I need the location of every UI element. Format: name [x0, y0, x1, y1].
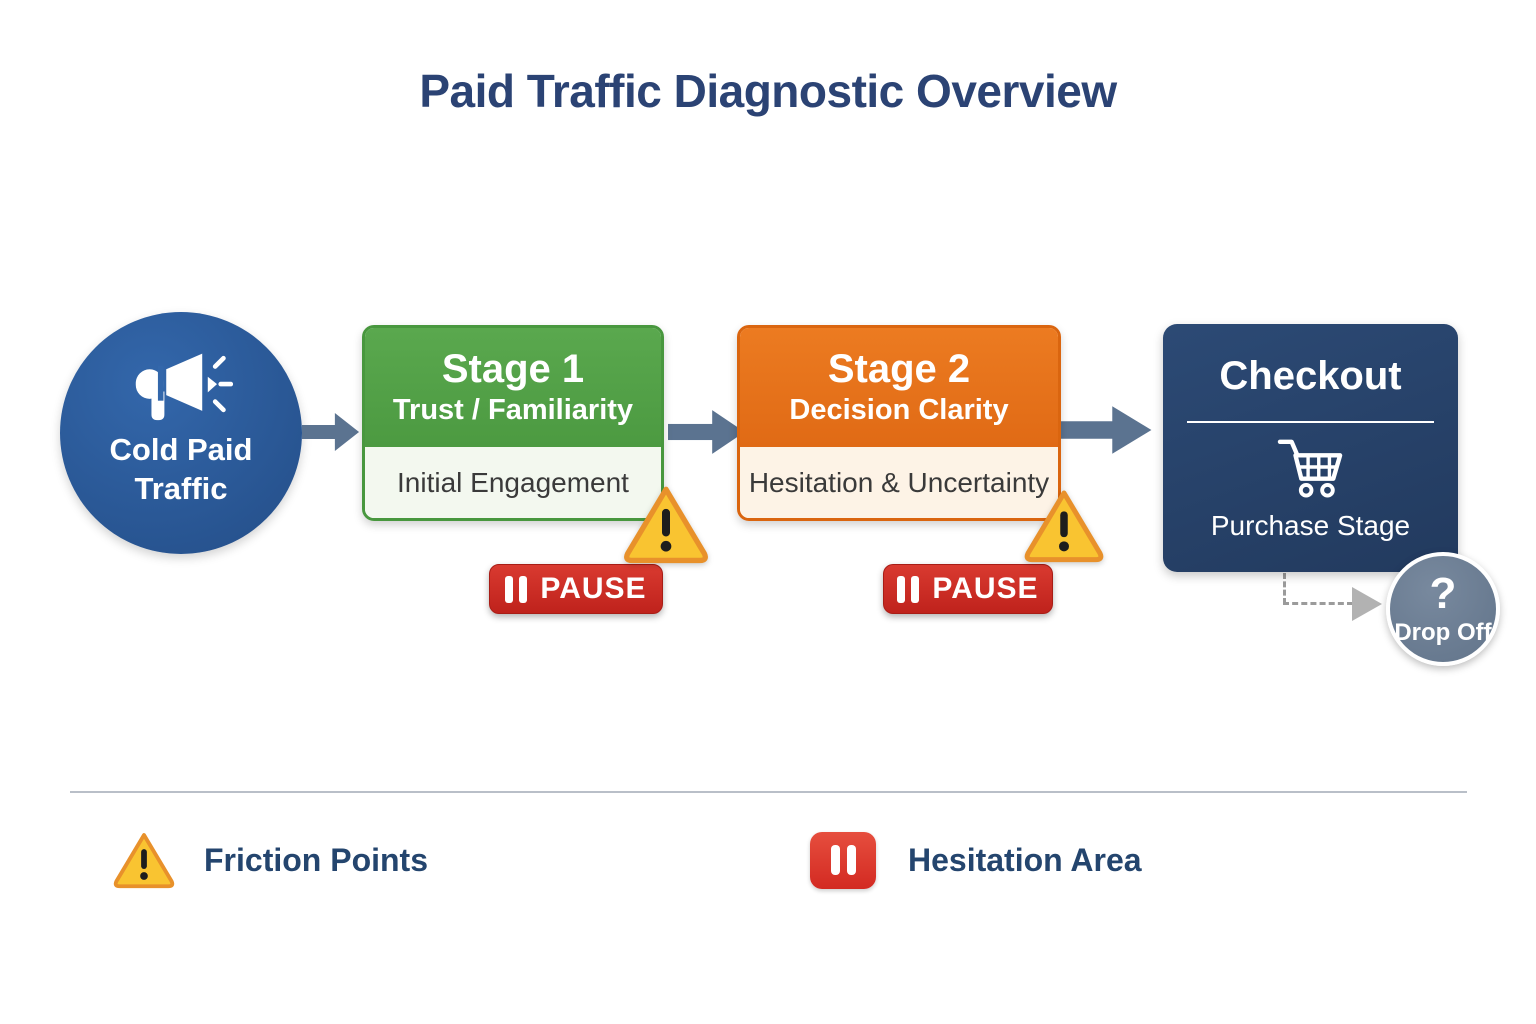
stage1-note: Initial Engagement — [365, 447, 661, 518]
dropoff-connector-horizontal — [1283, 602, 1353, 605]
pause-label: PAUSE — [540, 572, 647, 605]
stage1-card: Stage 1 Trust / Familiarity Initial Enga… — [362, 325, 664, 521]
warning-triangle-icon-stage1 — [624, 486, 708, 564]
legend-label-hesitation: Hesitation Area — [908, 841, 1142, 878]
checkout-divider — [1187, 421, 1434, 423]
checkout-title: Checkout — [1219, 354, 1402, 398]
flow-arrow-1 — [302, 413, 360, 451]
pause-badge-stage1: PAUSE — [489, 564, 663, 614]
pause-label: PAUSE — [932, 572, 1039, 605]
page-title: Paid Traffic Diagnostic Overview — [419, 65, 1117, 117]
stage1-title: Stage 1 — [441, 347, 585, 391]
cold-paid-traffic-node: Cold Paid Traffic — [60, 312, 302, 554]
legend-divider — [70, 791, 1467, 793]
dropoff-connector-arrowhead-icon — [1352, 587, 1382, 621]
stage2-note: Hesitation & Uncertainty — [740, 447, 1058, 518]
pause-badge-icon — [810, 831, 876, 889]
checkout-note: Purchase Stage — [1210, 510, 1411, 541]
legend-item-friction-points: Friction Points — [112, 828, 428, 892]
stage1-header: Stage 1 Trust / Familiarity — [365, 328, 661, 447]
question-mark-icon: ? — [1429, 568, 1457, 618]
warning-triangle-icon-stage2 — [1024, 490, 1104, 563]
stage2-card: Stage 2 Decision Clarity Hesitation & Un… — [737, 325, 1061, 521]
shopping-cart-icon — [1277, 439, 1342, 498]
drop-off-node: ? Drop Off — [1386, 552, 1500, 666]
flow-arrow-3 — [1059, 406, 1152, 454]
megaphone-icon — [135, 353, 233, 421]
warning-triangle-icon — [113, 833, 175, 889]
pause-icon — [897, 575, 920, 603]
stage2-header: Stage 2 Decision Clarity — [740, 328, 1058, 447]
flow-arrow-2 — [668, 410, 745, 454]
stage1-subtitle: Trust / Familiarity — [392, 394, 634, 426]
dropoff-connector-vertical — [1283, 573, 1286, 604]
drop-off-label: Drop Off — [1394, 618, 1492, 646]
checkout-card: Checkout Purchase Stage — [1163, 324, 1458, 572]
stage2-subtitle: Decision Clarity — [789, 394, 1009, 426]
stage2-title: Stage 2 — [827, 347, 971, 391]
pause-icon — [505, 575, 528, 603]
pause-badge-stage2: PAUSE — [883, 564, 1053, 614]
legend-item-hesitation-area: Hesitation Area — [810, 828, 1142, 892]
legend-label-friction: Friction Points — [204, 841, 428, 878]
source-label: Cold Paid Traffic — [109, 432, 253, 506]
